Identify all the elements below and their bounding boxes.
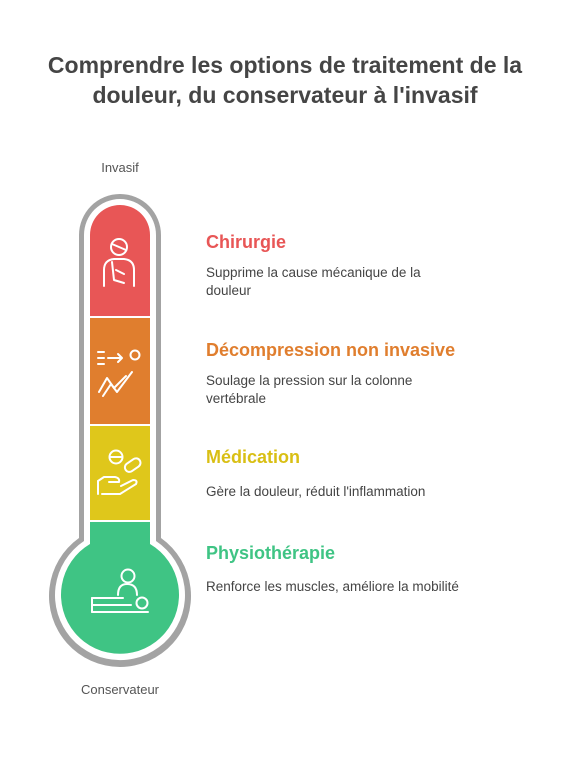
- injured-person-icon: [103, 238, 135, 287]
- page-title: Comprendre les options de traitement de …: [47, 52, 523, 108]
- segment-chirurgie: [88, 205, 152, 316]
- item-title-medication: Médication: [206, 447, 301, 467]
- item-desc-chirurgie: Supprime la cause mécanique de la douleu…: [206, 265, 421, 298]
- item-title-chirurgie: Chirurgie: [206, 232, 287, 252]
- item-title-decompression: Décompression non invasive: [206, 340, 456, 360]
- spinal-decompression-icon: [97, 349, 141, 397]
- massage-therapy-icon: [91, 568, 149, 613]
- item-desc-decompression: Soulage la pression sur la colonne verté…: [206, 373, 413, 406]
- scale-bottom-label: Conservateur: [80, 682, 160, 697]
- segment-medication: [88, 426, 152, 520]
- item-desc-physiotherapie: Renforce les muscles, améliore la mobili…: [206, 579, 459, 594]
- item-title-physiotherapie: Physiothérapie: [206, 543, 336, 563]
- pill-in-hand-icon: [97, 449, 142, 495]
- segment-decompression: [88, 318, 152, 424]
- item-desc-medication: Gère la douleur, réduit l'inflammation: [206, 484, 426, 499]
- scale-top-label: Invasif: [101, 160, 139, 175]
